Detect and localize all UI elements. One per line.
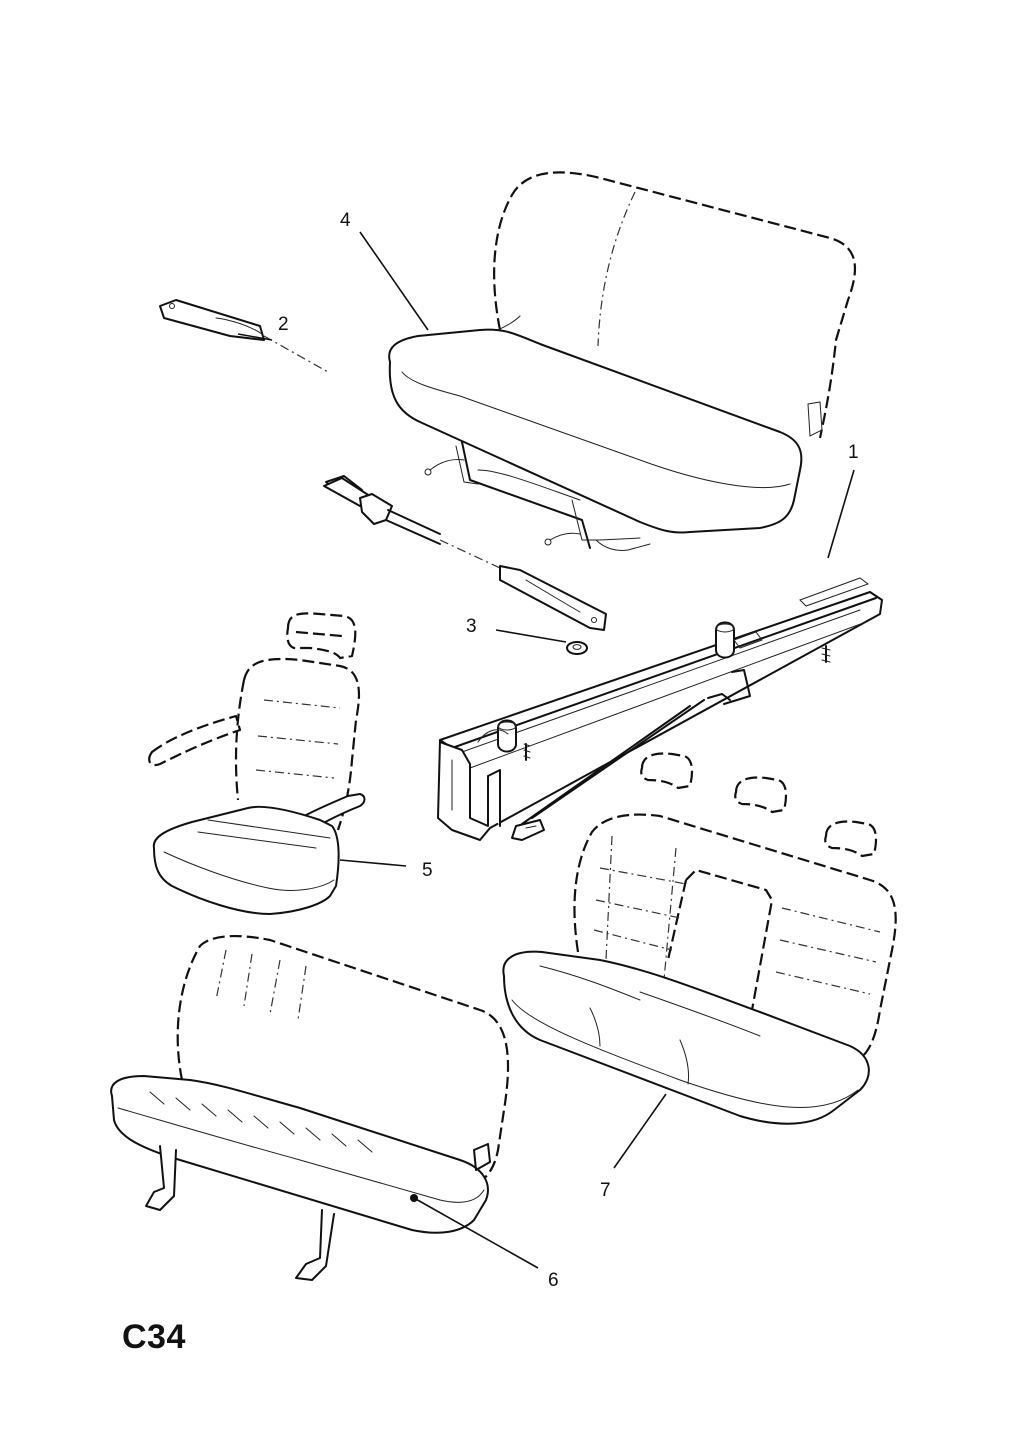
callout-labels: 1 2 3 4 5 6 7: [278, 210, 859, 1291]
callout-1: 1: [848, 442, 859, 463]
callout-5: 5: [422, 860, 433, 881]
single-seat: [148, 612, 366, 915]
callout-3: 3: [466, 616, 477, 637]
diagram-code: C34: [122, 1318, 186, 1356]
rear-bench-seat: [110, 934, 510, 1281]
callout-6: 6: [548, 1270, 559, 1291]
triple-bench-seat: [502, 752, 897, 1125]
double-bench-seat: [388, 171, 857, 551]
leader-lines: [237, 231, 855, 1269]
seat-rail: [437, 577, 883, 841]
callout-4: 4: [340, 210, 351, 231]
callout-7: 7: [600, 1180, 611, 1201]
washer: [566, 641, 588, 655]
cable-strap: [159, 299, 607, 631]
callout-2: 2: [278, 314, 289, 335]
